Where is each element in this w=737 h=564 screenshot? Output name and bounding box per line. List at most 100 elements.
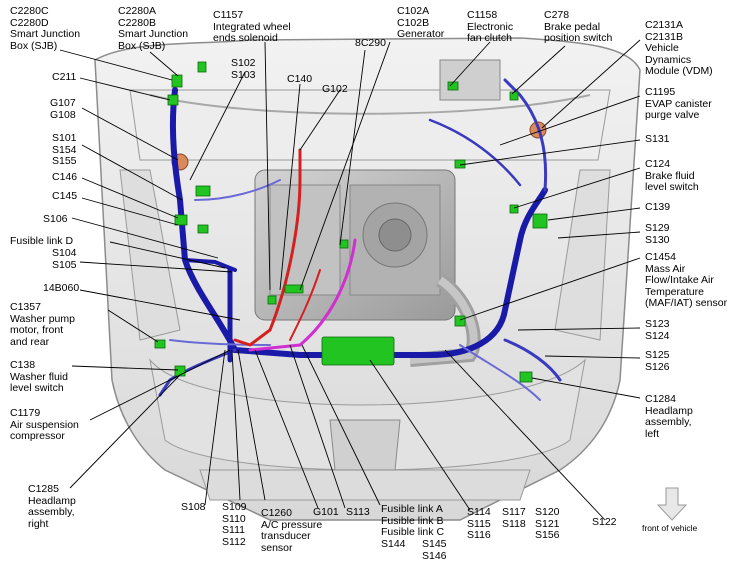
label-line: C2280C xyxy=(10,5,49,17)
label-line: S103 xyxy=(231,68,256,81)
label-line: assembly, xyxy=(645,416,692,428)
label-line: S111 xyxy=(222,524,245,536)
label-line: Flow/Intake Air xyxy=(645,274,714,286)
label-line: Fusible link D xyxy=(10,235,74,247)
label-line: C1158 xyxy=(467,9,498,21)
label-c145: C145 xyxy=(52,190,78,203)
label-line: S123 xyxy=(645,318,670,330)
label-line: S124 xyxy=(645,329,670,342)
label-line: Integrated wheel xyxy=(213,20,291,33)
label-line: S116 xyxy=(467,529,491,541)
label-line: S131 xyxy=(645,133,670,145)
label-line: 14B060 xyxy=(43,282,80,294)
wiring-harness xyxy=(158,78,562,401)
label-line: Mass Air xyxy=(645,262,686,275)
label-line: C1157 xyxy=(213,9,244,21)
label-line: S144 xyxy=(381,538,406,550)
label-line: G107 xyxy=(50,97,76,109)
label-line: position switch xyxy=(544,32,613,44)
label-line: left xyxy=(645,427,660,440)
connectors xyxy=(154,61,548,383)
label-line: S101 xyxy=(52,132,77,144)
label-line: Module (VDM) xyxy=(645,65,713,77)
label-line: Fusible link A xyxy=(381,503,443,515)
label-line: level switch xyxy=(645,181,699,193)
label-line: S105 xyxy=(52,258,77,271)
label-line: G108 xyxy=(50,108,76,121)
label-line: Air suspension xyxy=(10,418,79,431)
label-line: compressor xyxy=(10,430,65,442)
label-line: S117 xyxy=(502,506,526,518)
label-line: C2280D xyxy=(10,16,49,29)
label-line: S156 xyxy=(535,529,560,541)
label-line: C139 xyxy=(645,201,671,213)
label-line: S106 xyxy=(43,213,68,225)
label-c140: C140 xyxy=(287,73,312,86)
label-line: C138 xyxy=(10,359,36,371)
label-line: S120 xyxy=(535,506,560,518)
label-line: C102A xyxy=(397,5,430,17)
label-line: Box (SJB) xyxy=(118,39,166,52)
label-line: C145 xyxy=(52,190,78,202)
label-line: purge valve xyxy=(645,109,700,121)
label-line: (MAF/IAT) sensor xyxy=(645,297,728,309)
label-line: S114 xyxy=(467,506,491,518)
label-line: C124 xyxy=(645,158,671,170)
label-line: C1284 xyxy=(645,393,676,405)
label-line: Fusible link C xyxy=(381,526,445,538)
label-line: A/C pressure xyxy=(261,518,323,531)
label-line: S104 xyxy=(52,247,77,259)
label-line: C2280A xyxy=(118,5,156,17)
label-line: Headlamp xyxy=(645,404,693,417)
label-line: C1357 xyxy=(10,301,41,313)
label-line: S108 xyxy=(181,501,206,513)
label-line: level switch xyxy=(10,382,64,394)
label-line: C2131A xyxy=(645,19,683,31)
label-line: Washer fluid xyxy=(10,370,68,383)
label-line: Smart Junction xyxy=(118,28,189,40)
label-front-of-vehicle: front of vehicle xyxy=(642,523,697,535)
label-line: C211 xyxy=(52,71,77,83)
label-line: C1285 xyxy=(28,483,59,495)
label-line: Dynamics xyxy=(645,53,692,66)
label-line: assembly, xyxy=(28,506,75,518)
label-line: Brake pedal xyxy=(544,20,601,33)
label-14b060: 14B060 xyxy=(43,282,80,295)
label-line: S110 xyxy=(222,512,246,525)
label-line: Smart Junction xyxy=(10,28,81,40)
label-line: S126 xyxy=(645,360,670,373)
label-line: S113 xyxy=(346,506,370,518)
label-s106: S106 xyxy=(43,213,68,226)
label-line: S118 xyxy=(502,517,526,530)
label-s113: S113 xyxy=(346,506,370,519)
label-line: S109 xyxy=(222,501,247,513)
label-line: C102B xyxy=(397,16,430,29)
label-line: Washer pump xyxy=(10,312,75,325)
label-line: S115 xyxy=(467,517,491,530)
label-line: Headlamp xyxy=(28,494,76,507)
label-line: S146 xyxy=(422,549,447,562)
label-c139: C139 xyxy=(645,201,671,214)
